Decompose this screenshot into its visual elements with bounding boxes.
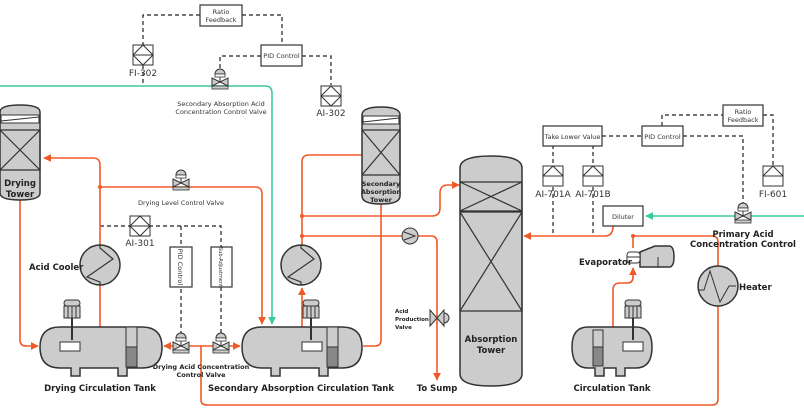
acid-line-secondary-return xyxy=(363,202,382,347)
diluter: Diluter xyxy=(602,205,644,227)
drying-acid-valve-label: Control Valve xyxy=(176,371,226,379)
instrument-ai701a[interactable]: AI-701A xyxy=(535,165,572,200)
signal-line-pid-left xyxy=(219,55,332,85)
pid-label: PID Control xyxy=(263,52,300,60)
secondary-tower-label: Tower xyxy=(370,196,392,204)
drying-tower[interactable]: Drying Tower xyxy=(0,104,41,201)
signal-line-ai301 xyxy=(100,225,222,335)
instrument-ai701b[interactable]: AI-701B xyxy=(575,165,611,200)
to-sump-label: To Sump xyxy=(417,384,458,394)
instrument-fi302[interactable]: FI-302 xyxy=(129,44,157,79)
instrument-ai302[interactable]: AI-302 xyxy=(316,85,346,119)
secondary-tower-label: Absorption xyxy=(361,188,402,196)
drying-level-valve[interactable]: Drying Level Control Valve xyxy=(138,169,224,207)
circulation-tank[interactable]: Circulation Tank xyxy=(571,299,653,394)
fi601-label: FI-601 xyxy=(759,190,787,200)
drying-tank-label: Drying Circulation Tank xyxy=(44,384,156,394)
circulation-tank-label: Circulation Tank xyxy=(573,384,650,394)
pid-vertical-label: PID Control xyxy=(176,249,184,286)
take-lower-value: Take Lower Value xyxy=(542,125,603,147)
evaporator[interactable]: Evaporator xyxy=(579,245,675,268)
absorption-tower-label: Absorption xyxy=(465,335,518,345)
acid-line-secondary-tower xyxy=(301,154,381,245)
drying-acid-valve-2[interactable] xyxy=(212,332,230,354)
acid-cooler-label: Acid Cooler xyxy=(29,263,84,273)
diluter-label: Diluter xyxy=(612,213,634,221)
acid-line-drying-tower xyxy=(19,200,39,350)
drying-tower-label: Drying xyxy=(4,179,36,189)
ai701a-label: AI-701A xyxy=(535,190,571,200)
ratio-feedback-left: Ratio Feedback xyxy=(199,4,243,27)
feedback-label: Feedback xyxy=(206,16,237,24)
valve-label: Concentration Control xyxy=(690,240,796,250)
secondary-absorption-valve[interactable]: Secondary Absorption Acid Concentration … xyxy=(175,68,267,116)
pid-control-vertical: PID Control xyxy=(169,246,193,288)
drying-tower-label: Tower xyxy=(6,190,35,200)
primary-acid-valve[interactable]: Primary Acid Concentration Control xyxy=(690,202,796,250)
ratio-label: Ratio xyxy=(213,8,230,16)
absorption-tower-label: Tower xyxy=(477,346,506,356)
valve-label: Concentration Control Valve xyxy=(175,108,266,116)
sub-adjustment: Sub-Adjustment xyxy=(210,246,233,288)
drying-acid-valve-1[interactable] xyxy=(172,332,190,354)
acid-production-valve[interactable]: Acid Production Valve xyxy=(395,308,450,331)
absorption-tower[interactable]: Absorption Tower xyxy=(459,155,523,387)
valve-label: Primary Acid xyxy=(712,230,773,240)
water-line-secondary xyxy=(0,85,276,325)
valve-label: Valve xyxy=(395,325,412,331)
valve-label: Secondary Absorption Acid xyxy=(177,100,265,108)
fi302-label: FI-302 xyxy=(129,69,157,79)
acid-line-drying-level xyxy=(100,186,266,325)
secondary-absorption-tower[interactable]: Secondary Absorption Tower xyxy=(361,106,402,205)
valve-label: Production xyxy=(395,317,429,323)
feedback-label: Feedback xyxy=(728,116,759,124)
ai301-label: AI-301 xyxy=(125,239,154,249)
pump-icon xyxy=(401,227,419,245)
acid-cooler[interactable]: Acid Cooler xyxy=(29,244,121,286)
ai302-label: AI-302 xyxy=(316,109,345,119)
valve-label: Acid xyxy=(395,309,408,315)
acid-line-heater-loop xyxy=(200,235,719,406)
evaporator-label: Evaporator xyxy=(579,258,633,268)
acid-line-diluter xyxy=(523,225,614,240)
drying-circulation-tank[interactable]: Drying Circulation Tank xyxy=(39,299,163,394)
ai701b-label: AI-701B xyxy=(575,190,610,200)
secondary-cooler[interactable] xyxy=(280,244,322,286)
instrument-ai301[interactable]: AI-301 xyxy=(125,215,155,249)
acid-line-to-sump xyxy=(302,235,437,380)
ratio-label: Ratio xyxy=(735,108,752,116)
heater[interactable]: Heater xyxy=(697,265,772,307)
secondary-tower-label: Secondary xyxy=(362,180,401,188)
signal-lines-right xyxy=(552,114,774,236)
acid-line-cooler xyxy=(43,154,101,340)
pid-right-label: PID Control xyxy=(644,133,681,141)
ratio-feedback-right: Ratio Feedback xyxy=(722,104,764,127)
pid-control-right: PID Control xyxy=(641,125,684,147)
valve-label: Drying Level Control Valve xyxy=(138,199,224,207)
secondary-tank-label: Secondary Absorption Circulation Tank xyxy=(208,384,394,394)
secondary-circulation-tank[interactable]: Secondary Absorption Circulation Tank xyxy=(208,299,394,394)
heater-label: Heater xyxy=(739,283,772,293)
instrument-fi601[interactable]: FI-601 xyxy=(759,165,787,200)
pid-control-left: PID Control xyxy=(260,44,303,67)
signal-line-ratio-pid xyxy=(242,14,283,45)
take-lower-value-label: Take Lower Value xyxy=(544,133,601,141)
signal-line-fi302 xyxy=(142,14,200,86)
drying-acid-valve-label: Drying Acid Concentration xyxy=(153,363,250,371)
acid-line-to-absorption xyxy=(302,181,460,217)
sub-adjustment-label: Sub-Adjustment xyxy=(217,247,223,287)
